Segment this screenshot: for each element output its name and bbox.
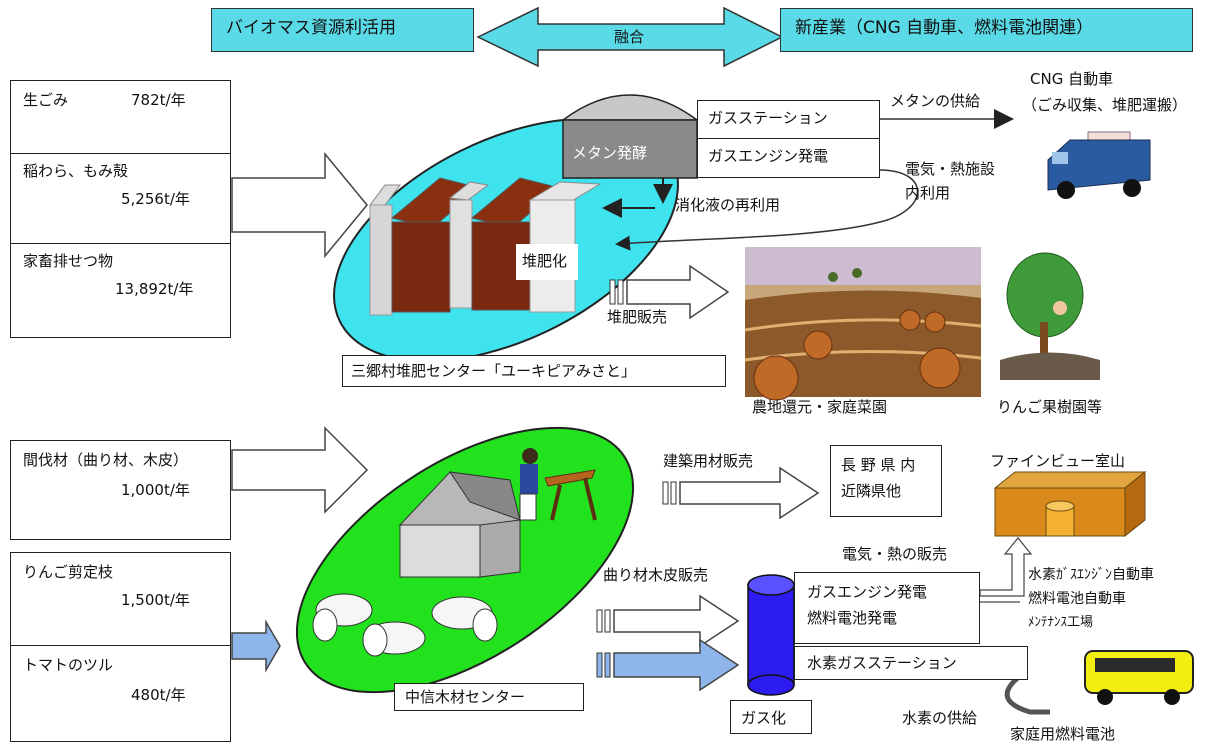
- gasifier-cylinder: [747, 584, 795, 686]
- header-new-industry-label: 新産業（CNG 自動車、燃料電池関連）: [795, 18, 1094, 38]
- building-sales-label: 建築用材販売: [663, 452, 754, 470]
- input-row: 家畜排せつ物 13,892t/年: [11, 243, 230, 337]
- bark-sales-arrow: [613, 594, 740, 648]
- input-table-wood: 間伐材（曲り材、木皮） 1,000t/年: [10, 440, 231, 540]
- orchard-label: りんご果樹園等: [997, 398, 1103, 416]
- header-biomass-box: バイオマス資源利活用: [211, 8, 474, 52]
- h2-vehicle-label-1: 水素ｶﾞｽｴﾝｼﾞﾝ自動車: [1028, 567, 1154, 583]
- wood-building: [398, 471, 521, 578]
- input-row: 稲わら、もみ殻 5,256t/年: [11, 153, 230, 243]
- header-fusion-label: 融合: [614, 28, 645, 46]
- fineview-label: ファインビュー室山: [990, 452, 1126, 470]
- compost-center-name-box: 三郷村堆肥センター「ユーキピアみさと」: [342, 355, 726, 387]
- power-heat-label: 電気・熱施設: [905, 160, 996, 178]
- compost-center-name: 三郷村堆肥センター「ユーキピアみさと」: [351, 362, 637, 380]
- wood-gas-engine-label: ガスエンジン発電: [807, 583, 928, 601]
- header-biomass-label: バイオマス資源利活用: [226, 18, 396, 38]
- cng-vehicle-label: CNG 自動車: [1030, 70, 1114, 88]
- input-arrow-wood: [231, 426, 369, 514]
- input-amount: 13,892t/年: [115, 280, 194, 298]
- gas-engine-label: ガスエンジン発電: [708, 147, 829, 165]
- bark-sales-label: 曲り材木皮販売: [603, 566, 709, 584]
- farmland-picture: [744, 247, 982, 401]
- building-sales-arrow: [679, 466, 820, 520]
- destination-1: 長 野 県 内: [841, 456, 916, 474]
- input-name: 家畜排せつ物: [23, 252, 114, 270]
- input-name: 間伐材（曲り材、木皮）: [23, 451, 189, 469]
- gasification-feed-arrow: [613, 638, 740, 692]
- input-name: 稲わら、もみ殻: [23, 162, 129, 180]
- hydrogen-supply-curve: [1004, 674, 1050, 715]
- orchard-picture: [1000, 252, 1100, 380]
- worker-sawhorse: [519, 448, 597, 521]
- cng-truck-icon: [1047, 131, 1151, 199]
- input-arrow-blue: [231, 619, 281, 673]
- compost-sales-label: 堆肥販売: [607, 308, 668, 326]
- input-table-top: 生ごみ 782t/年 稲わら、もみ殻 5,256t/年 家畜排せつ物 13,89…: [10, 80, 231, 338]
- power-heat-label-2: 内利用: [905, 184, 951, 202]
- home-fuel-cell-label: 家庭用燃料電池: [1010, 725, 1116, 743]
- hydrogen-supply-label: 水素の供給: [902, 709, 978, 727]
- input-name: りんご剪定枝: [23, 563, 114, 581]
- input-amount: 5,256t/年: [121, 190, 190, 208]
- input-amount: 1,500t/年: [121, 591, 190, 609]
- gas-engine-row: ガスエンジン発電: [698, 138, 879, 178]
- gasification-label: ガス化: [741, 709, 787, 727]
- methane-tank-dome: [560, 94, 700, 121]
- logs: [312, 593, 498, 657]
- destination-box: 長 野 県 内 近隣県他: [830, 445, 942, 517]
- methane-label: メタン発酵: [572, 144, 648, 162]
- hydrogen-station-label: 水素ガスステーション: [807, 654, 957, 672]
- input-row: トマトのツル 480t/年: [11, 645, 230, 741]
- methane-supply-label: メタンの供給: [890, 92, 981, 110]
- digestate-label: 消化液の再利用: [675, 196, 781, 214]
- input-amount: 1,000t/年: [121, 481, 190, 499]
- gas-facility-box: ガスステーション ガスエンジン発電: [697, 100, 880, 178]
- input-arrow-top: [231, 151, 368, 259]
- input-table-bottom: りんご剪定枝 1,500t/年 トマトのツル 480t/年: [10, 552, 231, 742]
- input-name: 生ごみ: [23, 91, 69, 109]
- power-heat-sales-label: 電気・熱の販売: [842, 545, 948, 563]
- compost-sales-arrow: [626, 264, 730, 320]
- input-amount: 480t/年: [131, 686, 186, 704]
- gasification-box: ガス化: [730, 700, 812, 734]
- power-heat-curve: [615, 169, 919, 251]
- destination-2: 近隣県他: [841, 482, 902, 500]
- hydrogen-station-box: 水素ガスステーション: [794, 646, 1028, 680]
- wood-power-box: ガスエンジン発電 燃料電池発電: [794, 572, 980, 644]
- h2-vehicle-label-3: ﾒﾝﾃﾅﾝｽ工場: [1028, 615, 1094, 630]
- gas-station-label: ガスステーション: [708, 109, 828, 127]
- header-new-industry-box: 新産業（CNG 自動車、燃料電池関連）: [780, 8, 1193, 52]
- fuel-cell-bus-icon: [1084, 650, 1194, 705]
- compost-label: 堆肥化: [522, 252, 568, 270]
- input-amount: 782t/年: [131, 91, 186, 109]
- h2-vehicle-label-2: 燃料電池自動車: [1028, 591, 1126, 607]
- fuel-cell-label: 燃料電池発電: [807, 609, 898, 627]
- cng-vehicle-usage: （ごみ収集、堆肥運搬）: [1022, 96, 1188, 114]
- wood-center-name-box: 中信木材センター: [394, 683, 584, 711]
- farmland-label: 農地還元・家庭菜園: [752, 398, 888, 416]
- compost-box: 堆肥化: [516, 244, 578, 280]
- wood-center-name: 中信木材センター: [405, 688, 526, 706]
- input-name: トマトのツル: [23, 656, 114, 674]
